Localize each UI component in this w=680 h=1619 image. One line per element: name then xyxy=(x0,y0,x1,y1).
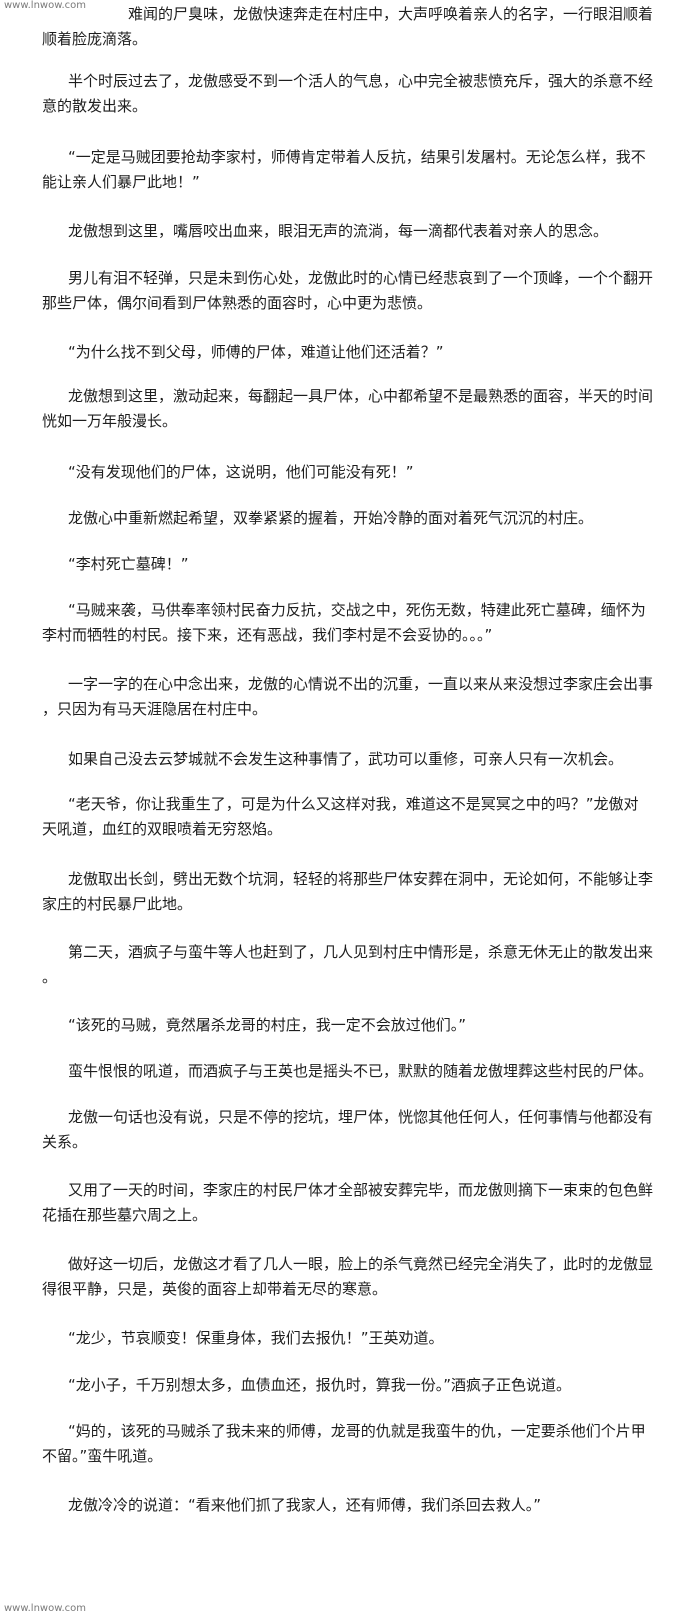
paragraph: 又用了一天的时间，李家庄的村民尸体才全部被安葬完毕，而龙傲则摘下一束束的包色鲜 … xyxy=(42,1178,654,1228)
text-line: 不留。”蛮牛吼道。 xyxy=(42,1447,163,1465)
paragraph: “马贼来袭，马供奉率领村民奋力反抗，交战之中，死伤无数，特建此死亡墓碑，缅怀为 … xyxy=(42,598,652,648)
text-line: 龙傲冷冷的说道：“看来他们抓了我家人，还有师傅，我们杀回去救人。” xyxy=(68,1496,542,1514)
text-line: “一定是马贼团要抢劫李家村，师傅肯定带着人反抗，结果引发屠村。无论怎么样，我不 xyxy=(68,148,646,166)
text-line: “为什么找不到父母，师傅的尸体，难道让他们还活着？” xyxy=(68,343,444,361)
paragraph: 半个时辰过去了，龙傲感受不到一个活人的气息，心中完全被悲愤充斥，强大的杀意不经 … xyxy=(42,69,654,119)
watermark-bottom: www.lnwow.com xyxy=(4,1603,87,1614)
paragraph: “妈的，该死的马贼杀了我未来的师傅，龙哥的仇就是我蛮牛的仇，一定要杀他们个片甲 … xyxy=(42,1419,652,1469)
text-line: 家庄的村民暴尸此地。 xyxy=(42,895,193,913)
text-line: 龙傲想到这里，嘴唇咬出血来，眼泪无声的流淌，每一滴都代表着对亲人的思念。 xyxy=(68,222,609,240)
paragraph: 龙傲取出长剑，劈出无数个坑洞，轻轻的将那些尸体安葬在洞中，无论如何，不能够让李 … xyxy=(42,867,654,917)
paragraph: 男儿有泪不轻弹，只是未到伤心处，龙傲此时的心情已经悲哀到了一个顶峰，一个个翻开 … xyxy=(42,266,654,316)
paragraph: “龙小子，千万别想太多，血债血还，报仇时，算我一份。”酒疯子正色说道。 xyxy=(42,1373,652,1398)
text-line: “妈的，该死的马贼杀了我未来的师傅，龙哥的仇就是我蛮牛的仇，一定要杀他们个片甲 xyxy=(68,1422,646,1440)
text-line: 。 xyxy=(42,968,58,986)
text-line: 关系。 xyxy=(42,1133,88,1151)
paragraph: “老天爷，你让我重生了，可是为什么又这样对我，难道这不是冥冥之中的吗？”龙傲对 … xyxy=(42,792,652,842)
paragraph: 龙傲想到这里，激动起来，每翻起一具尸体，心中都希望不是最熟悉的面容，半天的时间 … xyxy=(42,384,654,434)
paragraph: 龙傲一句话也没有说，只是不停的挖坑，埋尸体，恍惚其他任何人，任何事情与他都没有 … xyxy=(42,1105,654,1155)
text-line: 龙傲取出长剑，劈出无数个坑洞，轻轻的将那些尸体安葬在洞中，无论如何，不能够让李 xyxy=(68,870,654,888)
text-line: 得很平静，只是，英俊的面容上却带着无尽的寒意。 xyxy=(42,1280,388,1298)
text-line: ，只因为有马天涯隐居在村庄中。 xyxy=(42,700,268,718)
paragraph: 龙傲想到这里，嘴唇咬出血来，眼泪无声的流淌，每一滴都代表着对亲人的思念。 xyxy=(42,219,652,244)
text-line: 那些尸体，偶尔间看到尸体熟悉的面容时，心中更为悲愤。 xyxy=(42,294,433,312)
paragraph: 如果自己没去云梦城就不会发生这种事情了，武功可以重修，可亲人只有一次机会。 xyxy=(42,747,652,772)
text-line: “龙少，节哀顺变！保重身体，我们去报仇！”王英劝道。 xyxy=(68,1329,444,1347)
text-line: 又用了一天的时间，李家庄的村民尸体才全部被安葬完毕，而龙傲则摘下一束束的包色鲜 xyxy=(68,1181,654,1199)
paragraph: “为什么找不到父母，师傅的尸体，难道让他们还活着？” xyxy=(42,340,652,365)
paragraph: “龙少，节哀顺变！保重身体，我们去报仇！”王英劝道。 xyxy=(42,1326,652,1351)
paragraph: “没有发现他们的尸体，这说明，他们可能没有死！” xyxy=(42,460,652,485)
text-line: 一字一字的在心中念出来，龙傲的心情说不出的沉重，一直以来从来没想过李家庄会出事 xyxy=(68,675,654,693)
text-line: 天吼道，血红的双眼喷着无穷怒焰。 xyxy=(42,820,283,838)
text-line: 如果自己没去云梦城就不会发生这种事情了，武功可以重修，可亲人只有一次机会。 xyxy=(68,750,624,768)
paragraph: 龙傲冷冷的说道：“看来他们抓了我家人，还有师傅，我们杀回去救人。” xyxy=(42,1493,652,1518)
paragraph: 第二天，酒疯子与蛮牛等人也赶到了，几人见到村庄中情形是，杀意无休无止的散发出来 … xyxy=(42,940,654,990)
text-line: 花插在那些墓穴周之上。 xyxy=(42,1206,208,1224)
text-line: 半个时辰过去了，龙傲感受不到一个活人的气息，心中完全被悲愤充斥，强大的杀意不经 xyxy=(68,72,654,90)
watermark-top: www.lnwow.com xyxy=(4,0,87,11)
text-line: 做好这一切后，龙傲这才看了几人一眼，脸上的杀气竟然已经完全消失了，此时的龙傲显 xyxy=(68,1255,654,1273)
text-line: 意的散发出来。 xyxy=(42,97,148,115)
paragraph: 一字一字的在心中念出来，龙傲的心情说不出的沉重，一直以来从来没想过李家庄会出事 … xyxy=(42,672,654,722)
text-line: 男儿有泪不轻弹，只是未到伤心处，龙傲此时的心情已经悲哀到了一个顶峰，一个个翻开 xyxy=(68,269,654,287)
text-line: 李村而牺牲的村民。接下来，还有恶战，我们李村是不会妥协的。。。” xyxy=(42,626,493,644)
text-line: 难闻的尸臭味，龙傲快速奔走在村庄中，大声呼唤着亲人的名字，一行眼泪顺着 xyxy=(128,5,654,23)
text-line: 第二天，酒疯子与蛮牛等人也赶到了，几人见到村庄中情形是，杀意无休无止的散发出来 xyxy=(68,943,654,961)
text-line: 顺着脸庞滴落。 xyxy=(42,30,148,48)
text-line: 恍如一万年般漫长。 xyxy=(42,412,178,430)
paragraph: “李村死亡墓碑！” xyxy=(42,552,652,577)
paragraph: 做好这一切后，龙傲这才看了几人一眼，脸上的杀气竟然已经完全消失了，此时的龙傲显 … xyxy=(42,1252,654,1302)
text-line: 能让亲人们暴尸此地！” xyxy=(42,173,200,191)
paragraph: 难闻的尸臭味，龙傲快速奔走在村庄中，大声呼唤着亲人的名字，一行眼泪顺着 顺着脸庞… xyxy=(42,2,654,52)
text-line: 龙傲一句话也没有说，只是不停的挖坑，埋尸体，恍惚其他任何人，任何事情与他都没有 xyxy=(68,1108,654,1126)
text-line: “李村死亡墓碑！” xyxy=(68,555,189,573)
text-line: “老天爷，你让我重生了，可是为什么又这样对我，难道这不是冥冥之中的吗？”龙傲对 xyxy=(68,795,639,813)
paragraph: 龙傲心中重新燃起希望，双拳紧紧的握着，开始冷静的面对着死气沉沉的村庄。 xyxy=(42,506,652,531)
paragraph: “该死的马贼，竟然屠杀龙哥的村庄，我一定不会放过他们。” xyxy=(42,1013,652,1038)
text-line: 龙傲想到这里，激动起来，每翻起一具尸体，心中都希望不是最熟悉的面容，半天的时间 xyxy=(68,387,654,405)
text-line: “龙小子，千万别想太多，血债血还，报仇时，算我一份。”酒疯子正色说道。 xyxy=(68,1376,572,1394)
paragraph: “一定是马贼团要抢劫李家村，师傅肯定带着人反抗，结果引发屠村。无论怎么样，我不 … xyxy=(42,145,652,195)
text-line: “没有发现他们的尸体，这说明，他们可能没有死！” xyxy=(68,463,414,481)
text-line: 蛮牛恨恨的吼道，而酒疯子与王英也是摇头不已，默默的随着龙傲埋葬这些村民的尸体。 xyxy=(68,1062,654,1080)
text-line: “该死的马贼，竟然屠杀龙哥的村庄，我一定不会放过他们。” xyxy=(68,1016,467,1034)
text-line: “马贼来袭，马供奉率领村民奋力反抗，交战之中，死伤无数，特建此死亡墓碑，缅怀为 xyxy=(68,601,646,619)
text-line: 龙傲心中重新燃起希望，双拳紧紧的握着，开始冷静的面对着死气沉沉的村庄。 xyxy=(68,509,594,527)
paragraph: 蛮牛恨恨的吼道，而酒疯子与王英也是摇头不已，默默的随着龙傲埋葬这些村民的尸体。 xyxy=(42,1059,654,1084)
